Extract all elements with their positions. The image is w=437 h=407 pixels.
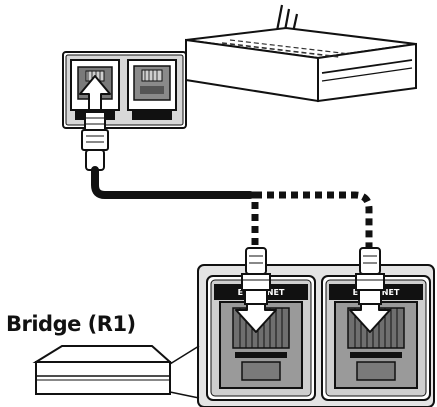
router-vents bbox=[229, 39, 351, 55]
bridge-cable-plug-right bbox=[349, 247, 391, 333]
insert-arrow-icon bbox=[235, 303, 277, 333]
insert-arrow-icon bbox=[349, 303, 391, 333]
bridge-cable-plug-left bbox=[235, 247, 277, 333]
bridge-ethernet-port-left: ETHERNET bbox=[206, 275, 316, 401]
bridge-device-label: Bridge (R1) bbox=[6, 312, 136, 336]
bridge-front-face bbox=[35, 361, 171, 395]
bridge-ethernet-port-right: ETHERNET bbox=[321, 275, 431, 401]
insert-arrow-icon bbox=[79, 75, 111, 111]
router-vents bbox=[221, 42, 341, 58]
bridge-port-panel: ETHERNET ETHERNET bbox=[197, 264, 435, 407]
bridge-top-face bbox=[32, 345, 173, 363]
router-wan-port bbox=[127, 59, 177, 120]
router-cable-plug bbox=[79, 75, 111, 171]
router-port-panel bbox=[62, 51, 187, 129]
bridge-leader-line bbox=[169, 345, 200, 365]
router-front-face bbox=[317, 42, 417, 103]
bridge-leader-line bbox=[169, 391, 200, 399]
bridge-device bbox=[32, 345, 200, 399]
ethernet-cable bbox=[91, 166, 373, 253]
router-device bbox=[185, 4, 417, 103]
router-front-groove bbox=[321, 67, 413, 82]
router-front-groove bbox=[321, 59, 413, 74]
